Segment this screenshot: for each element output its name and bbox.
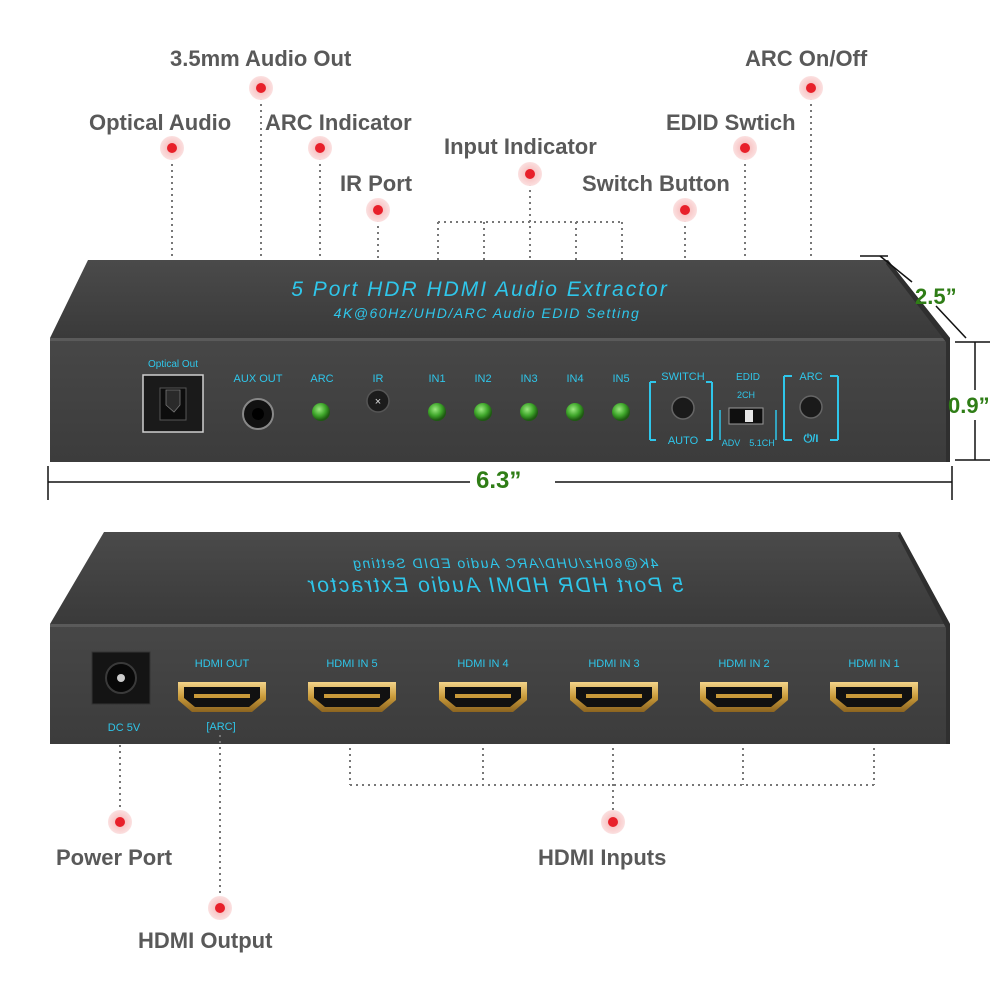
callout-input-indicator: Input Indicator (444, 134, 597, 159)
front-unit-top (50, 260, 950, 338)
back-unit-top (50, 532, 950, 624)
input-led-label: IN1 (428, 373, 445, 385)
marker-dot (373, 205, 383, 215)
marker-dot (215, 903, 225, 913)
marker-dot (740, 143, 750, 153)
arc-led-label: ARC (310, 373, 333, 385)
hdmi-in-label: HDMI IN 3 (588, 658, 639, 670)
back-title: 5 Port HDR HDMI Audio Extractor (306, 574, 683, 597)
marker-dot (806, 83, 816, 93)
ir-label: IR (373, 373, 384, 385)
callout-audio-out: 3.5mm Audio Out (170, 46, 352, 71)
front-unit: 5 Port HDR HDMI Audio Extractor 4K@60Hz/… (50, 260, 950, 462)
marker-dot (315, 143, 325, 153)
input-led (474, 403, 492, 421)
hdmi-in-label: HDMI IN 4 (457, 658, 508, 670)
marker-dot (167, 143, 177, 153)
arc-button[interactable] (799, 395, 823, 419)
input-led-label: IN5 (612, 373, 629, 385)
hdmi-port-group: HDMI IN 5 HDMI IN 4 HDMI IN 3 HDMI IN 2 HDMI… (178, 658, 918, 712)
dc-label: DC 5V (108, 722, 141, 734)
hdmi-out-port (178, 682, 266, 712)
dimension-lines (47, 255, 990, 500)
back-subtitle: 4K@60Hz/UHD/ARC Audio EDID Setting (352, 555, 659, 571)
marker-group (108, 76, 823, 920)
hdmi-in-port (308, 682, 396, 712)
hdmi-in-port (700, 682, 788, 712)
input-led (520, 403, 538, 421)
front-title: 5 Port HDR HDMI Audio Extractor (291, 278, 668, 301)
hdmi-in-label: HDMI IN 5 (326, 658, 377, 670)
input-led-label: IN4 (566, 373, 583, 385)
callout-switch-button: Switch Button (582, 171, 730, 196)
edid-adv-label: ADV (722, 438, 741, 448)
switch-label: SWITCH (661, 371, 704, 383)
hdmi-in-port (830, 682, 918, 712)
input-led (566, 403, 584, 421)
optical-out-port (142, 374, 204, 433)
hdmi-in-port (439, 682, 527, 712)
back-unit: 5 Port HDR HDMI Audio Extractor 4K@60Hz/… (50, 532, 950, 744)
hdmi-out-label: HDMI OUT (195, 658, 250, 670)
aux-out-label: AUX OUT (234, 373, 283, 385)
input-led (428, 403, 446, 421)
power-symbol: ⏻/I (804, 432, 819, 445)
svg-text:×: × (375, 396, 381, 408)
input-led (612, 403, 630, 421)
callout-optical-audio: Optical Audio (89, 110, 232, 135)
edid-2ch-label: 2CH (737, 390, 755, 400)
arc-tag: [ARC] (206, 721, 235, 733)
dimension-depth: 2.5” (915, 284, 957, 309)
callout-hdmi-inputs: HDMI Inputs (538, 845, 667, 870)
callout-ir-port: IR Port (340, 171, 413, 196)
switch-button[interactable] (671, 396, 695, 420)
callout-hdmi-output: HDMI Output (138, 928, 273, 953)
marker-dot (525, 169, 535, 179)
input-led-label: IN2 (474, 373, 491, 385)
input-led-group: IN1 IN2 IN3 IN4 IN5 (428, 373, 630, 421)
auto-label: AUTO (668, 435, 699, 447)
callout-power-port: Power Port (56, 845, 173, 870)
dimension-height: 0.9” (948, 393, 990, 418)
arc-led (312, 403, 330, 421)
marker-dot (115, 817, 125, 827)
callout-arc-indicator: ARC Indicator (265, 110, 412, 135)
marker-dot (680, 205, 690, 215)
edid-51ch-label: 5.1CH (749, 438, 775, 448)
arc-button-group: ARC ⏻/I (783, 371, 839, 445)
hdmi-in-port (570, 682, 658, 712)
switch-button-group: SWITCH AUTO (649, 371, 713, 447)
marker-dot (608, 817, 618, 827)
arc-button-label: ARC (799, 371, 822, 383)
edid-switch-group: EDID 2CH ADV 5.1CH (719, 372, 777, 448)
dimension-width: 6.3” (476, 467, 522, 494)
marker-dot (256, 83, 266, 93)
input-led-label: IN3 (520, 373, 537, 385)
optical-out-label: Optical Out (148, 359, 198, 370)
hdmi-in-label: HDMI IN 2 (718, 658, 769, 670)
callout-arc-onoff: ARC On/Off (745, 46, 868, 71)
edid-label: EDID (736, 372, 760, 383)
callout-edid-switch: EDID Swtich (666, 110, 796, 135)
ir-port (366, 389, 390, 413)
front-subtitle: 4K@60Hz/UHD/ARC Audio EDID Setting (334, 305, 641, 321)
hdmi-in-label: HDMI IN 1 (848, 658, 899, 670)
leader-lines (119, 98, 875, 895)
